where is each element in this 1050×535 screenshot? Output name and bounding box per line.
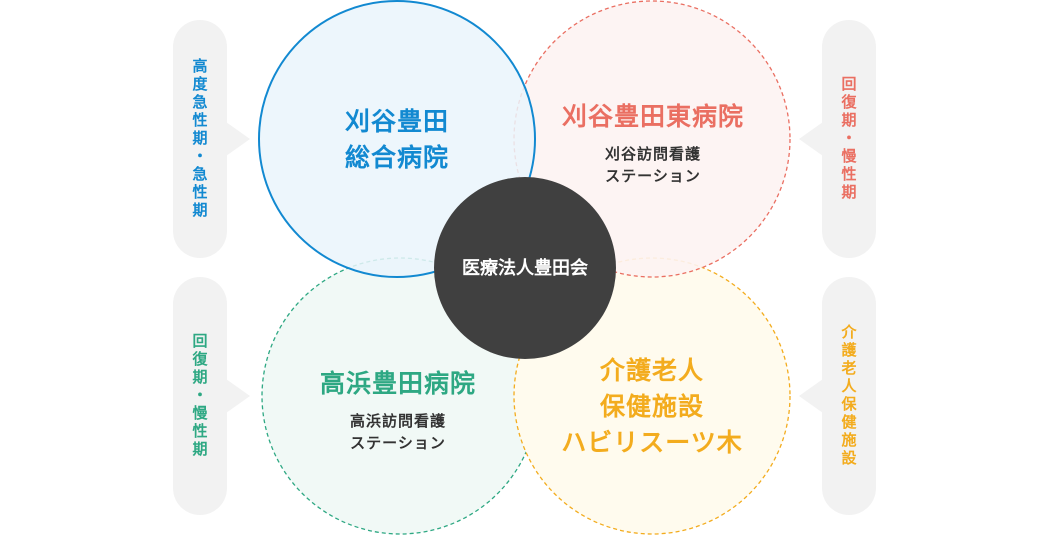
side-tab-bottom-right <box>799 277 876 515</box>
side-label-bottom-left: 回復期・慢性期 <box>190 333 209 459</box>
bottom-right-circle-title: 介護老人 保健施設 ハビリスーツ木 <box>561 353 743 461</box>
bottom-left-circle-title: 高浜豊田病院 <box>319 369 477 398</box>
top-left-title-line2: 総合病院 <box>344 143 450 172</box>
side-tab-bottom-left <box>173 277 250 515</box>
bottom-left-sub-line2: ステーション <box>350 434 446 452</box>
top-left-circle-title: 刈谷豊田 総合病院 <box>345 104 449 176</box>
bottom-right-title-line2: 保健施設 <box>599 392 705 421</box>
side-tab-top-left <box>173 20 250 258</box>
top-right-circle-title: 刈谷豊田東病院 <box>561 102 745 131</box>
top-left-title-line1: 刈谷豊田 <box>344 107 450 136</box>
side-label-top-left: 高度急性期・急性期 <box>190 58 209 220</box>
center-label: 医療法人豊田会 <box>462 258 588 279</box>
bottom-right-title-line3: ハビリスーツ木 <box>561 428 743 457</box>
side-label-top-right: 回復期・慢性期 <box>839 76 858 202</box>
side-label-bottom-right: 介護老人保健施設 <box>839 324 858 468</box>
center-circle <box>434 177 616 359</box>
top-right-circle-text: 刈谷豊田東病院 刈谷訪問看護 ステーション <box>562 99 744 187</box>
top-right-sub-line1: 刈谷訪問看護 <box>604 145 702 163</box>
top-right-sub-line2: ステーション <box>605 167 701 185</box>
bottom-left-circle-text: 高浜豊田病院 高浜訪問看護 ステーション <box>320 366 476 454</box>
bottom-right-title-line1: 介護老人 <box>599 356 705 385</box>
bottom-left-sub-line1: 高浜訪問看護 <box>349 412 447 430</box>
side-tab-top-right <box>799 20 876 258</box>
